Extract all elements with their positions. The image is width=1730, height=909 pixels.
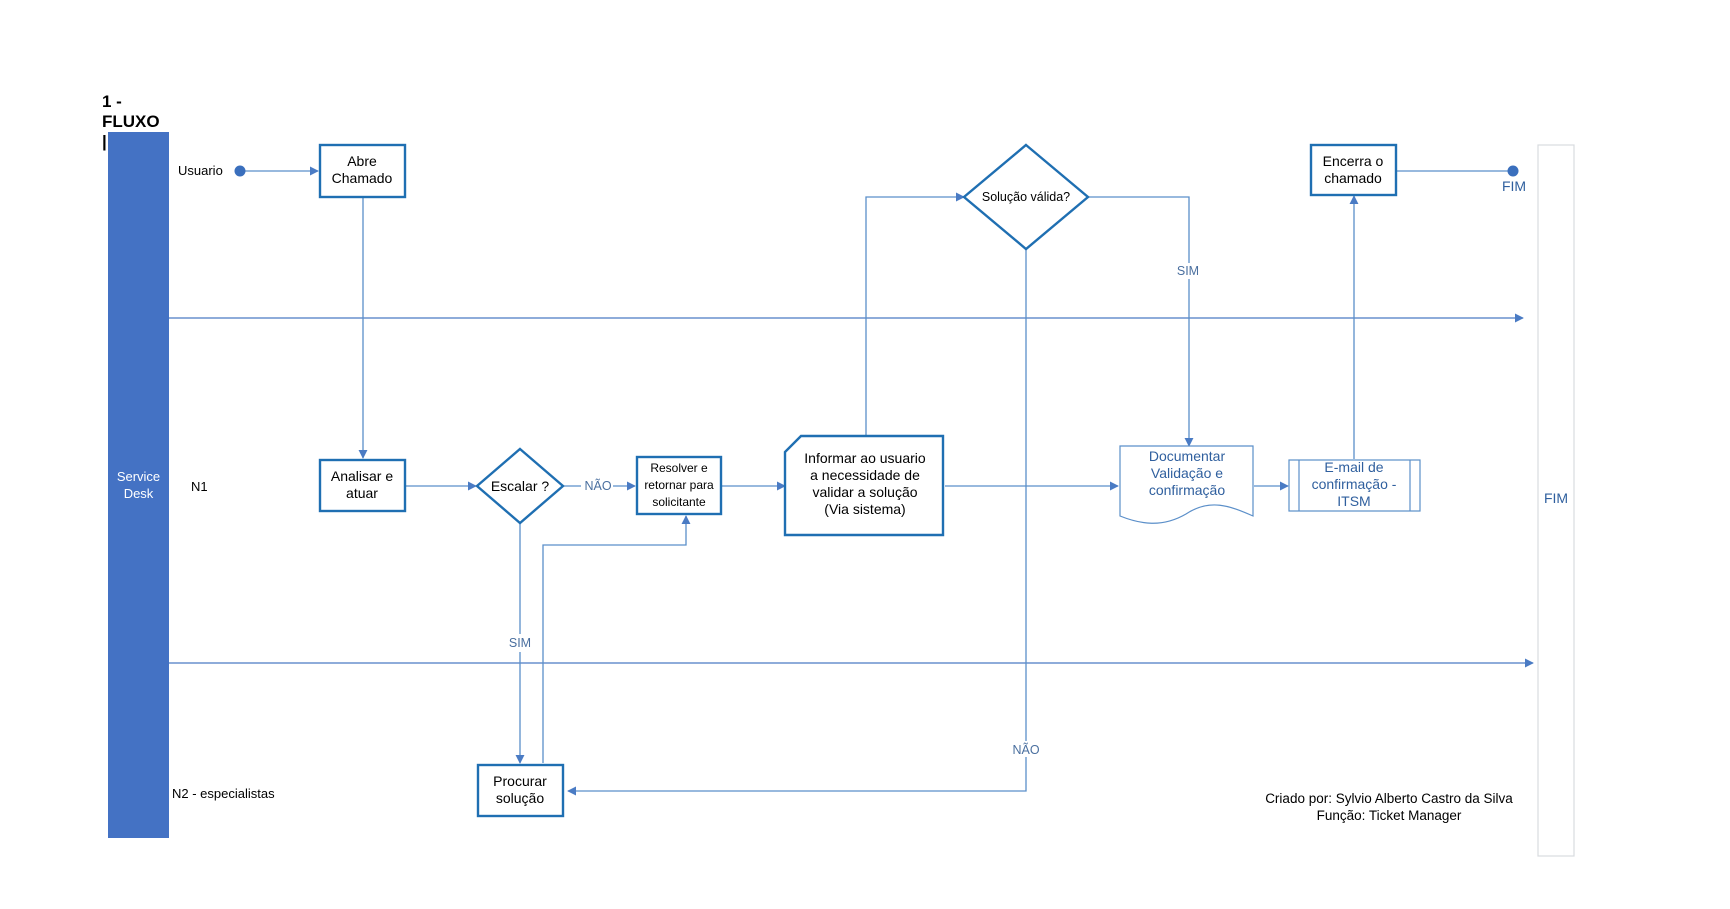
node-encerra-line-2: chamado: [1324, 170, 1382, 186]
node-escalar-text: Escalar ?: [491, 478, 550, 494]
node-resolver-retornar: Resolver e retornar para solicitante: [635, 455, 723, 516]
edge-label-valida-nao: NÃO: [1012, 743, 1039, 757]
lane-label-n2: N2 - especialistas: [172, 786, 275, 801]
node-documentar-line-3: confirmação: [1149, 482, 1225, 498]
node-informar-usuario: Informar ao usuario a necessidade de val…: [783, 434, 945, 537]
node-procurar-line-1: Procurar: [493, 773, 547, 789]
end-event: [1507, 165, 1519, 177]
lane-label-usuario: Usuario: [178, 163, 223, 178]
node-resolver-line-3: solicitante: [652, 495, 706, 509]
arrow-valida-to-procurar: [567, 248, 1027, 796]
node-email-line-1: E-mail de: [1324, 459, 1383, 475]
lane-label-n1: N1: [191, 479, 208, 494]
node-abre-line-1: Abre: [347, 153, 377, 169]
node-resolver-line-1: Resolver e: [650, 461, 708, 475]
arrow-valida-to-documentar: [1089, 196, 1194, 447]
node-solucao-valida-decision: Solução válida?: [962, 143, 1090, 251]
node-email-itsm: E-mail de confirmação - ITSM: [1288, 459, 1421, 512]
pool-label-line-1: Service: [117, 469, 160, 484]
credit-author: Criado por: Sylvio Alberto Castro da Sil…: [1265, 791, 1513, 806]
node-documentar-line-1: Documentar: [1149, 448, 1226, 464]
node-email-line-2: confirmação -: [1312, 476, 1397, 492]
pool-label-line-2: Desk: [124, 486, 154, 501]
node-informar-line-2: a necessidade de: [810, 467, 920, 483]
start-event: [234, 165, 246, 177]
node-abre-line-2: Chamado: [332, 170, 393, 186]
arrow-procurar-to-resolver: [542, 515, 691, 763]
credit-role: Função: Ticket Manager: [1317, 808, 1462, 823]
node-analisar-line-1: Analisar e: [331, 468, 393, 484]
node-escalar-decision: Escalar ?: [475, 447, 565, 525]
node-solucao-valida-text: Solução válida?: [982, 190, 1070, 204]
node-abre-chamado: Abre Chamado: [318, 143, 407, 199]
arrow-informar-to-valida: [865, 192, 965, 436]
node-documentar-line-2: Validação e: [1151, 465, 1223, 481]
node-resolver-line-2: retornar para: [644, 478, 714, 492]
end-event-label: FIM: [1502, 178, 1526, 194]
node-informar-line-4: (Via sistema): [824, 501, 905, 517]
node-analisar-atuar: Analisar e atuar: [318, 458, 407, 513]
node-procurar-solucao: Procurar solução: [476, 763, 565, 818]
node-analisar-line-2: atuar: [346, 485, 378, 501]
node-encerra-chamado: Encerra o chamado: [1309, 143, 1398, 197]
pool-service-desk: [108, 132, 169, 838]
node-encerra-line-1: Encerra o: [1323, 153, 1384, 169]
edge-label-escalar-sim: SIM: [509, 636, 531, 650]
node-documentar: Documentar Validação e confirmação: [1119, 445, 1254, 524]
end-bar: [1537, 144, 1575, 857]
node-informar-line-3: validar a solução: [812, 484, 917, 500]
edge-label-escalar-nao: NÃO: [584, 479, 611, 493]
node-informar-line-1: Informar ao usuario: [804, 450, 926, 466]
end-bar-label: FIM: [1544, 490, 1568, 506]
node-procurar-line-2: solução: [496, 790, 544, 806]
node-email-line-3: ITSM: [1337, 493, 1370, 509]
edge-label-valida-sim: SIM: [1177, 264, 1199, 278]
